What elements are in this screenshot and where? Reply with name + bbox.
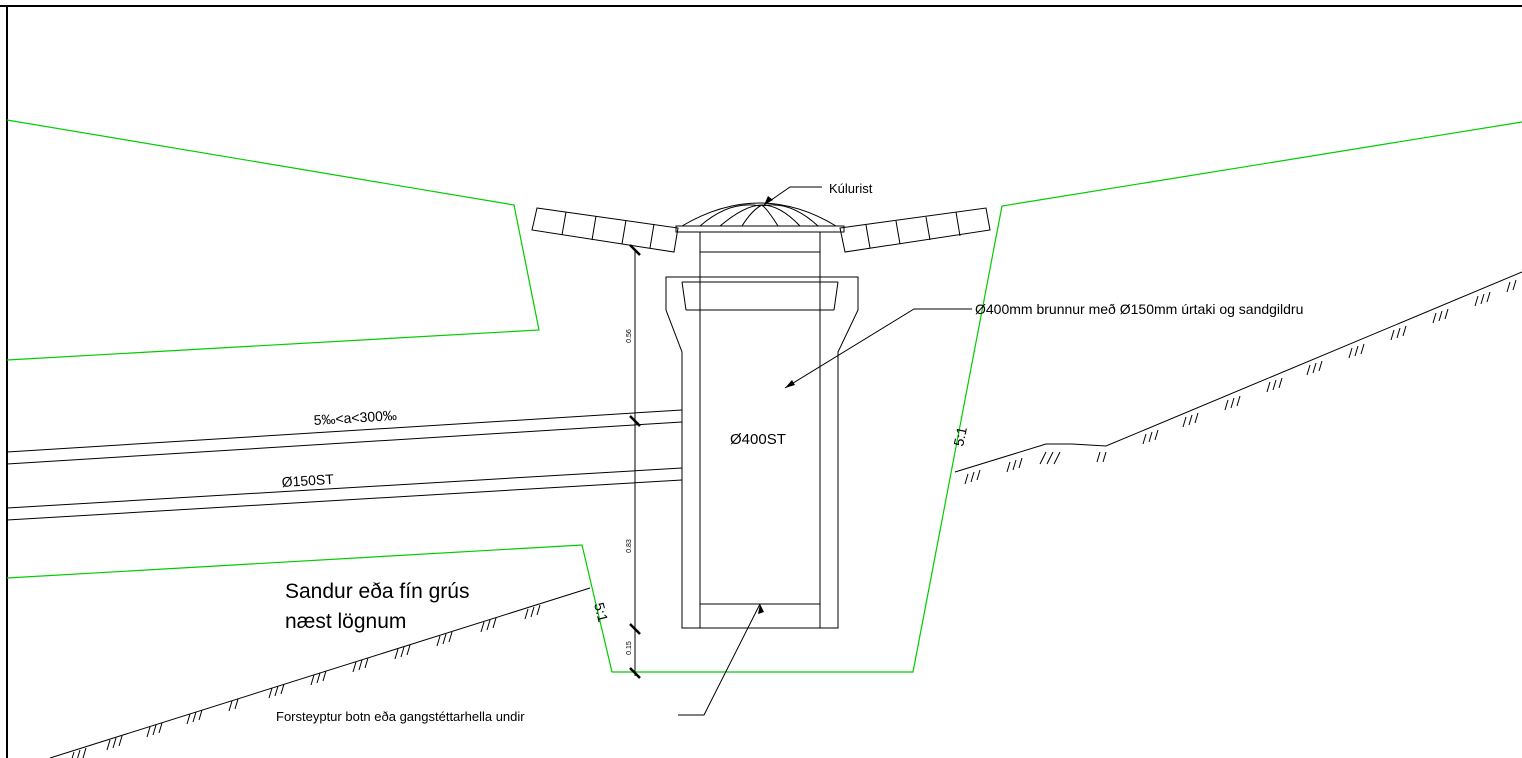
drawing-frame [0, 5, 1522, 758]
dimension-015: 0.15 [626, 641, 633, 655]
dimension-083: 0.83 [626, 539, 633, 553]
inlet-pipe-upper [6, 409, 683, 465]
leader-lines [678, 186, 972, 716]
dimension-056: 0.56 [626, 329, 633, 343]
paving-slabs-left [531, 207, 679, 253]
label-sand-line2: næst lögnum [285, 610, 406, 633]
paving-slabs-right [839, 207, 991, 253]
ball-grate [675, 202, 845, 253]
leader-arrowheads [758, 196, 795, 614]
excavation-outline [6, 119, 1522, 673]
label-pipe-400: Ø400ST [730, 431, 786, 448]
dimension-line [629, 244, 641, 679]
label-slope-left: 5:1 [591, 601, 611, 624]
inlet-pipe-lower [6, 467, 683, 521]
label-pipe-slope: 5‰<a<300‰ [313, 407, 397, 428]
label-slope-right: 5:1 [950, 425, 970, 448]
label-pipe-150: Ø150ST [281, 471, 334, 490]
ground-line-left [49, 587, 591, 758]
label-kulurist: Kúlurist [829, 181, 873, 196]
label-brunnur: Ø400mm brunnur með Ø150mm úrtaki og sand… [975, 301, 1303, 317]
label-bottom: Forsteyptur botn eða gangstéttarhella un… [276, 709, 525, 724]
ground-line-right [954, 271, 1522, 485]
label-sand-line1: Sandur eða fín grús [285, 580, 469, 603]
